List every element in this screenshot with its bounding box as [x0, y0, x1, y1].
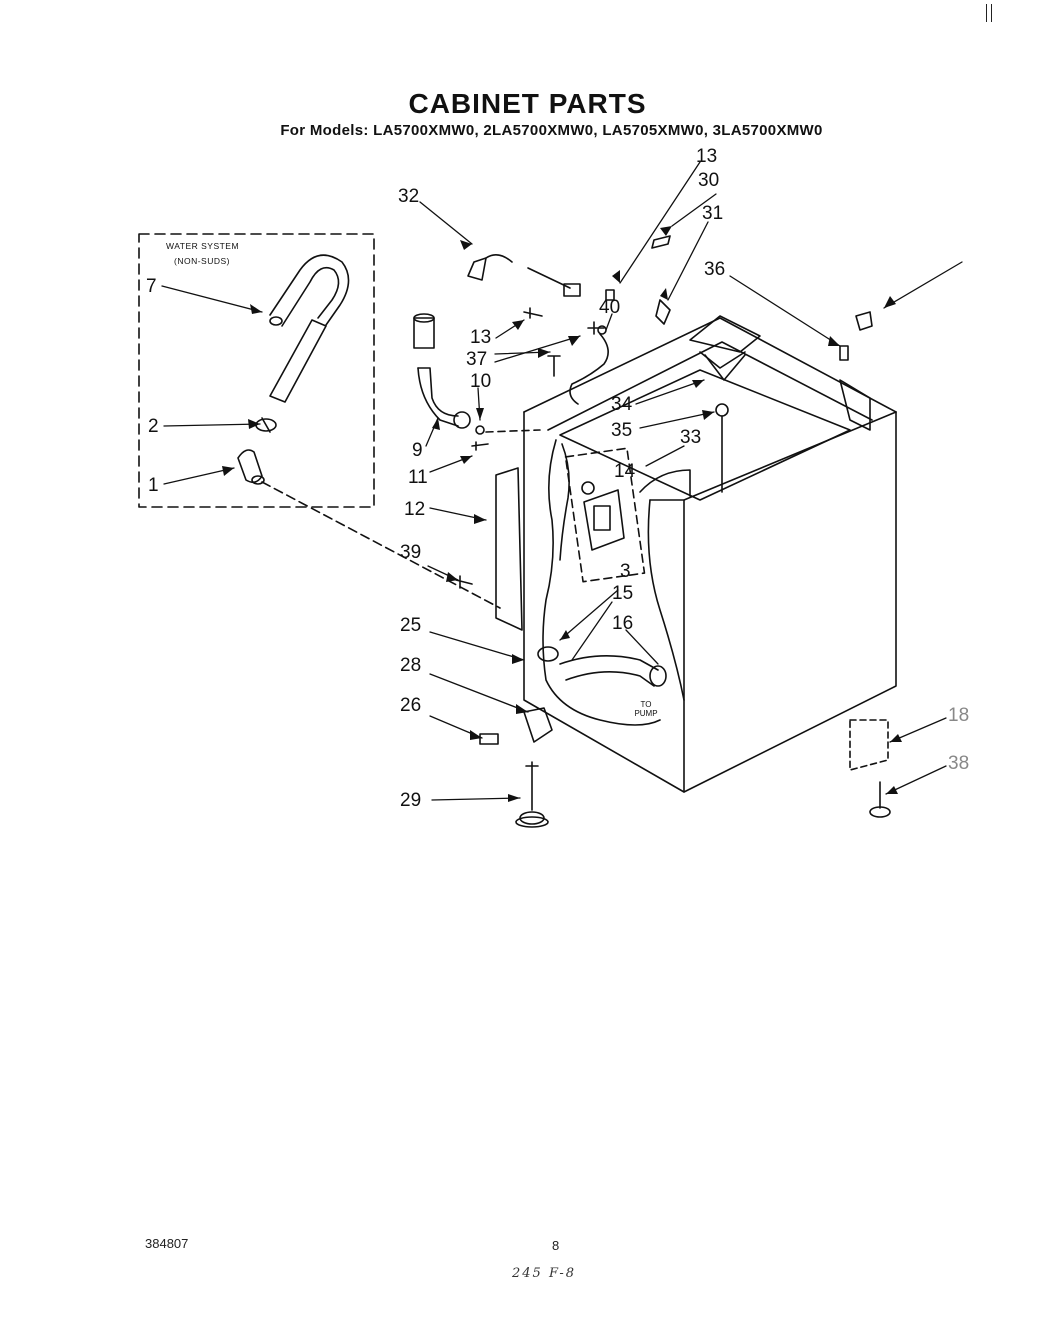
callout-36: 36: [704, 259, 726, 280]
callout-14: 14: [614, 461, 636, 482]
scan-mark: [986, 4, 992, 22]
valve-outline: [564, 447, 646, 583]
handwritten-note: 245 F-8: [512, 1266, 577, 1281]
inset-subtitle: (NON-SUDS): [174, 256, 230, 266]
hose-section-part: [269, 319, 327, 403]
callout-18: 18: [948, 705, 970, 726]
clamp-part: [255, 417, 277, 433]
bracket-30: [651, 235, 671, 249]
callout-33: 33: [680, 427, 702, 448]
rear-leg: [869, 781, 891, 818]
leader-lines: [161, 161, 963, 801]
callout-34: 34: [611, 394, 633, 415]
inlet-fitting: [413, 313, 435, 349]
arrow-heads: [222, 226, 902, 802]
cabinet-body: [523, 317, 897, 793]
callout-16: 16: [612, 613, 634, 634]
lid-switch: [467, 254, 581, 297]
callout-3: 3: [620, 561, 631, 582]
callout-13-top: 13: [696, 146, 718, 167]
leg-bracket: [523, 707, 553, 743]
page-title: CABINET PARTS: [408, 88, 647, 119]
wire-harness-2: [559, 443, 570, 561]
screw: [471, 441, 489, 451]
washer: [475, 425, 485, 435]
bumper-36: [839, 345, 849, 361]
callout-26: 26: [400, 695, 422, 716]
callout-7: 7: [146, 276, 157, 297]
elbow-part: [237, 449, 265, 485]
callout-28: 28: [400, 655, 422, 676]
rear-bracket: [849, 719, 889, 771]
hose-part: [269, 254, 350, 327]
callout-39: 39: [400, 542, 422, 563]
callout-10: 10: [470, 371, 492, 392]
callout-25: 25: [400, 615, 422, 636]
to-pump-label-1: TO: [640, 700, 652, 709]
screw-37: [547, 355, 561, 377]
callout-1: 1: [148, 475, 159, 496]
clip-26: [479, 733, 499, 745]
callout-38: 38: [948, 753, 970, 774]
screw-13: [523, 307, 543, 319]
screw-30: [605, 289, 615, 301]
damper-pad: [715, 403, 729, 417]
callout-31: 31: [702, 203, 724, 224]
callout-30: 30: [698, 170, 720, 191]
callout-40: 40: [599, 297, 621, 318]
screw-39: [455, 575, 473, 589]
to-pump-label-2: PUMP: [634, 709, 658, 718]
connection-line-2: [485, 429, 541, 433]
side-panel: [495, 467, 523, 631]
callout-35: 35: [611, 420, 633, 441]
part-number: 384807: [145, 1236, 189, 1251]
inlet-tube: [639, 469, 691, 497]
connection-line: [261, 481, 501, 609]
fill-hose: [417, 367, 471, 429]
water-system-inset-box: [138, 233, 375, 508]
callout-12: 12: [404, 499, 426, 520]
screw-40: [587, 321, 605, 335]
ground-wire: [569, 333, 609, 405]
callout-9: 9: [412, 440, 423, 461]
model-list: For Models: LA5700XMW0, 2LA5700XMW0, LA5…: [280, 122, 823, 139]
callout-2: 2: [148, 416, 159, 437]
callout-37: 37: [466, 349, 488, 370]
callout-11: 11: [408, 467, 428, 488]
callout-15: 15: [612, 583, 634, 604]
clip-right: [855, 311, 873, 331]
wire-harness: [542, 439, 661, 726]
inset-title: WATER SYSTEM: [166, 241, 240, 251]
water-valve: [581, 481, 625, 551]
drain-hose: [537, 646, 667, 687]
clip-31: [655, 299, 671, 325]
leveling-leg: [515, 761, 549, 828]
suspension-rod: [704, 354, 746, 381]
callout-13: 13: [470, 327, 492, 348]
callout-29: 29: [400, 790, 422, 811]
page-number: 8: [552, 1238, 560, 1253]
callout-32: 32: [398, 186, 420, 207]
